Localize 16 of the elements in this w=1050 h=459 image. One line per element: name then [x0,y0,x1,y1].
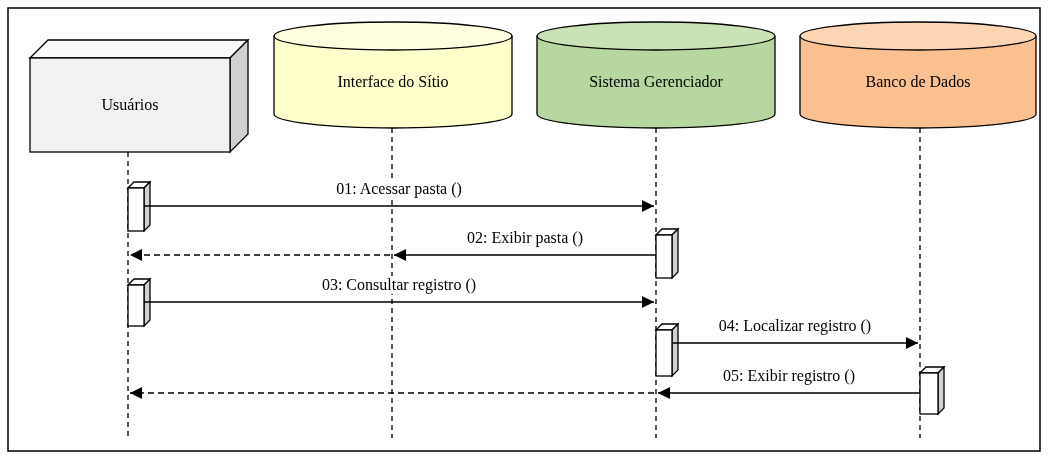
message-label: 02: Exibir pasta () [465,229,585,247]
message-arrow [657,387,921,399]
participant-name: Usuários [101,96,159,114]
message-arrow [143,296,655,308]
message-arrow [393,249,657,261]
message-label: 05: Exibir registro () [721,367,857,385]
message-label: 04: Localizar registro () [716,317,874,335]
participant-name: Banco de Dados [865,73,971,91]
message-label: 03: Consultar registro () [319,276,479,294]
return-arrow [129,387,655,399]
message-label: 01: Acessar pasta () [334,180,464,198]
message-arrow [143,200,655,212]
participant-name: Sistema Gerenciador [589,73,723,91]
participant-name: Interface do Sítio [337,73,449,91]
return-arrow [129,249,391,261]
message-arrow [671,337,919,349]
